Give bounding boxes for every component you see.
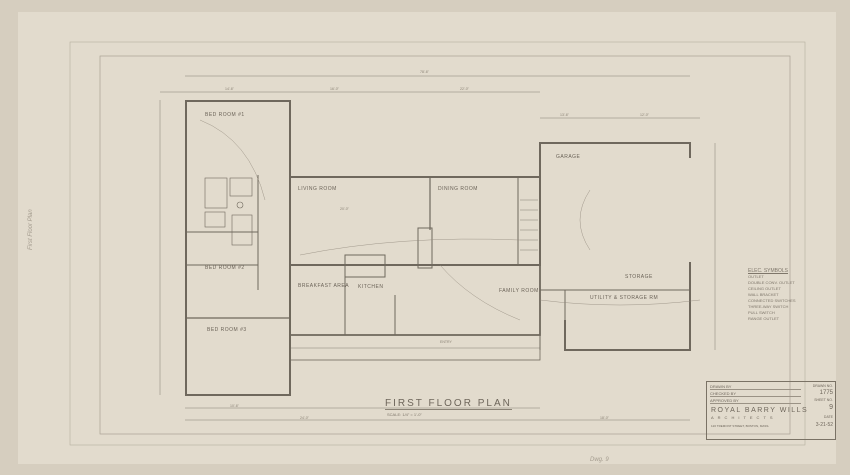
label-bed-room-1: BED ROOM #1 [205,112,245,118]
label-bed-room-3: BED ROOM #3 [207,327,247,333]
label-breakfast-area: BREAKFAST AREA [298,283,350,289]
kitchen-walls [289,227,541,336]
date-label: DATE [823,415,833,419]
drawing-title: FIRST FLOOR PLAN [385,398,512,410]
label-living-room: LIVING ROOM [298,186,337,192]
firm-subtitle: ARCHITECTS [711,415,777,420]
drawn-no: 1775 [819,390,833,396]
dimension: 18'-0" [600,416,609,420]
date: 3-21-52 [815,422,833,428]
title-block-row: APPROVED BY [710,398,801,404]
drawn-no-label: DRAWN NO. [812,384,833,388]
legend-item: OUTLET [748,274,764,279]
label-garage: GARAGE [556,154,581,160]
title-block: DRAWN BY CHECKED BY APPROVED BY DRAWN NO… [706,381,836,440]
dimension: 12'-0" [640,113,649,117]
overall-dimension: 78'-6" [420,70,429,74]
title-block-row: CHECKED BY [710,391,801,397]
label-kitchen: KITCHEN [358,284,384,290]
legend-item: CONNECTED SWITCHES [748,298,796,303]
label-family-room: FAMILY ROOM [499,288,539,294]
bath-fixtures [204,177,253,246]
bedroom-wing-walls [185,100,291,396]
legend-item: PULL SWITCH [748,310,775,315]
sheet-no: 9 [829,404,833,411]
drawing-scale: SCALE: 1/4" = 1'-0" [387,412,422,417]
firm-name: ROYAL BARRY WILLS [711,407,809,414]
legend-item: DOUBLE CONV. OUTLET [748,280,795,285]
legend-item: WALL BRACKET [748,292,779,297]
dimension: 24'-0" [300,416,309,420]
label-entry: ENTRY [440,340,452,344]
title-block-row: DRAWN BY [710,384,801,390]
dimension: 10'-6" [230,404,239,408]
legend-item: THREE-WAY SWITCH [748,304,789,309]
outer-border [69,41,806,446]
pencil-note-margin: First Floor Plan [28,209,34,250]
tracing-sheet [18,12,836,464]
inner-border [99,55,791,435]
dimension: 20'-0" [340,207,349,211]
sheet-no-label: SHEET NO. [814,398,833,402]
firm-address: 120 TREMONT STREET, BOSTON, MASS. [711,424,770,428]
label-storage: STORAGE [625,274,653,280]
electrical-circuits [199,119,701,321]
pencil-note-bottom: Dwg. 9 [590,457,609,463]
dimension: 14'-6" [225,87,234,91]
stairs [520,199,538,251]
legend-item: CEILING OUTLET [748,286,781,291]
label-bed-room-2: BED ROOM #2 [205,265,245,271]
garage-walls [539,142,691,351]
legend-item: RANGE OUTLET [748,316,780,321]
legend-title: ELEC. SYMBOLS [748,268,789,274]
electrical-legend: ELEC. SYMBOLS OUTLET DOUBLE CONV. OUTLET… [748,268,796,322]
dimension: 22'-0" [460,87,469,91]
porch [289,334,541,361]
label-dining-room: DINING ROOM [438,186,478,192]
dimension: 13'-6" [560,113,569,117]
dimension: 16'-0" [330,87,339,91]
label-utility-room: UTILITY & STORAGE RM [590,295,659,301]
